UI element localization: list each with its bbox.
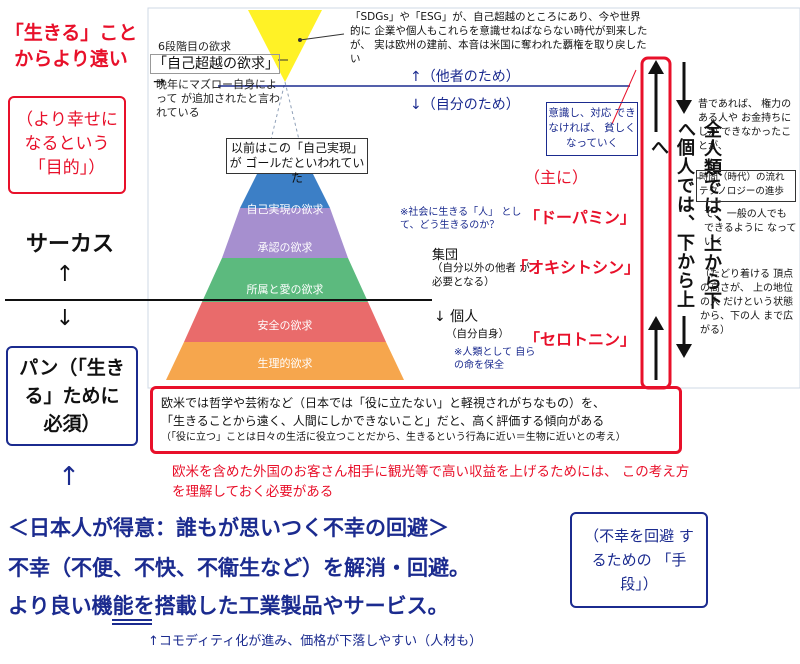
era-technology-box: 時間（時代）の流れ テクノロジーの進歩 (696, 170, 796, 202)
sdgs-esg-note: 「SDGs」や「ESG」が、自己超越のところにあり、今や世界的に 企業や個人もこ… (350, 11, 648, 65)
arrow-up-head (648, 60, 664, 74)
bread-box: パン（「生きる」ために必須） (6, 346, 138, 446)
tourism-note: 欧米を含めた外国のお客さん相手に観光等で高い収益を上げるためには、 この考え方を… (172, 464, 690, 500)
pyramid-level-esteem (222, 208, 348, 258)
sixth-level-title: 「自己超越の欲求」→ (150, 54, 280, 90)
mainly-label: （主に） (524, 168, 589, 187)
individual-label: ↓ 個人 (434, 309, 479, 325)
sixth-level-note: 晩年にマズロー自身によって が追加されたと言われている (156, 78, 280, 119)
pyramid-label-love-belonging: 所属と愛の欲求 (246, 283, 324, 296)
west-values-box: 欧米では哲学や芸術など（日本では「役に立たない」と軽視されがちなもの）を、 「生… (150, 386, 682, 454)
for-self-label: ↓（自分のため） (410, 97, 520, 113)
pyramid-level-safety (184, 302, 386, 342)
purpose-box: （より幸せになるという「目的」） (8, 96, 126, 194)
group-label: 集団 (432, 248, 459, 263)
pyramid-label-esteem: 承認の欲求 (257, 241, 313, 254)
pyramid-level-self-transcendence (248, 10, 322, 82)
serotonin-label: 「セロトニン」 (524, 330, 637, 349)
for-others-label: ↑（他者のため） (410, 69, 520, 85)
peak-height-note: （たどり着ける 頂点の高さが、 上の地位の人 だけという状態 から、下の人 まで… (700, 269, 794, 336)
misfortune-avoidance-line: 不幸（不便、不快、不衛生など）を解消・回避。 (8, 556, 470, 580)
commodity-note: ↑コモディティ化が進み、価格が下落しやすい（人材も） (148, 634, 483, 649)
pyramid-level-physiological (166, 342, 404, 380)
note-pointer-line (299, 33, 345, 41)
means-box: （不幸を回避 するための 「手段」） (570, 512, 708, 608)
pyramid-label-safety: 安全の欲求 (257, 319, 313, 332)
pyramid-level-love-belonging (202, 258, 368, 302)
west-line-3: （「役に立つ」ことは日々の生活に役立つことだから、生きるという行為に近い＝生物に… (161, 432, 626, 443)
japan-strength-heading: ＜日本人が得意：誰もが思いつく不幸の回避＞ (8, 516, 449, 540)
society-note: ※社会に生きる「人」 として、どう生きるのか？ (400, 207, 522, 231)
powerful-people-note: 昔であれば、 権力のある人や お金持ちにしか できなかったことが、 (698, 99, 792, 152)
west-line-1: 欧米では哲学や芸術など（日本では「役に立たない」と軽視されがちなもの）を、 (161, 396, 606, 410)
circus-label: サーカス (25, 232, 114, 257)
oxytocin-label: 「オキシトシン」 (512, 258, 641, 277)
dopamine-label: 「ドーパミン」 (524, 208, 636, 227)
arrow-down-icon: ↓ (55, 306, 75, 331)
arrow-up-icon: ↑ (55, 262, 75, 287)
far-from-living-label: 「生きる」ことからより遠い (4, 22, 138, 70)
pyramid-label-self-actualization: 自己実現の欲求 (246, 203, 324, 216)
general-people-note: で、 一般の人でも できるように なっていく (704, 209, 797, 248)
former-goal-box: 以前はこの「自己実現」が ゴールだといわれていた (226, 138, 368, 185)
group-note: （自分以外の他者 が必要となる） (432, 262, 530, 288)
pyramid-dashed-outline (267, 81, 303, 153)
individual-bottom-up-label: 個人では、下から上へ (648, 138, 695, 309)
humanity-top-down-label: 全人類では、上から下へ (675, 120, 722, 310)
sixth-level-label: 6段階目の欲求 (158, 40, 231, 53)
arrow-up-blue-icon: ↑ (58, 462, 80, 492)
humanity-note: ※人類として 自らの命を保全 (454, 347, 536, 371)
individual-note: （自分自身） (446, 328, 509, 340)
industrial-products-line: より良い機能を搭載した工業製品やサービス。 (8, 594, 449, 618)
poor-warning-box: 意識し、対応 できなければ、 貧しくなっていく (546, 102, 638, 156)
west-line-2: 「生きることから遠く、人間にしかできないこと」だと、高く評価する傾向がある (161, 414, 605, 428)
pyramid-label-physiological: 生理的欲求 (257, 357, 313, 370)
